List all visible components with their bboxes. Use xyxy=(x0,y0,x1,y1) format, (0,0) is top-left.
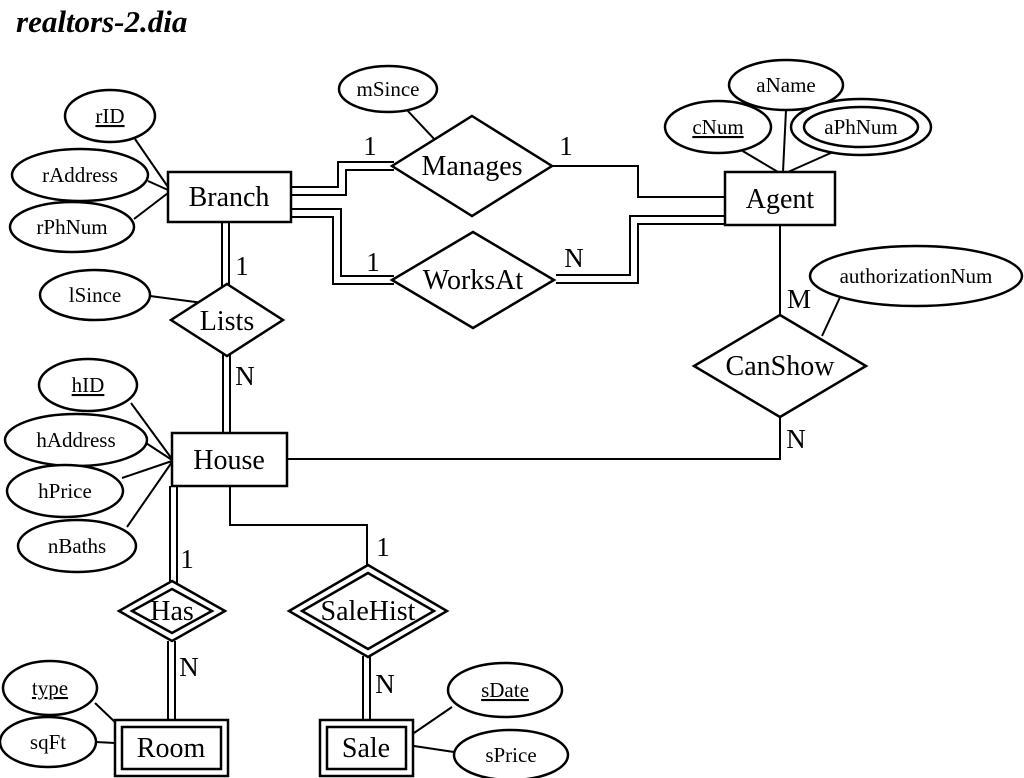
attribute-aname-ellipse xyxy=(727,58,845,112)
attribute-aname-label: aName xyxy=(756,73,815,97)
connector-branch-manages-line1 xyxy=(291,161,394,188)
entity-room-label: Room xyxy=(137,733,206,764)
connectors xyxy=(94,108,843,753)
cardinality-salehist-house: 1 xyxy=(376,532,390,562)
attribute-type-label: type xyxy=(32,676,68,700)
labels: Branch Agent House Room Sale Manages Wor… xyxy=(30,73,992,767)
relationship-manages-diamond xyxy=(389,114,555,218)
cardinality-worksat-agent: N xyxy=(564,243,584,273)
connector-nbaths-house xyxy=(126,461,173,528)
entities xyxy=(113,170,837,778)
relationship-canshow-label: CanShow xyxy=(726,351,836,382)
attribute-rphnum-label: rPhNum xyxy=(36,215,107,239)
relationship-has-label: Has xyxy=(150,596,194,627)
connector-worksat-agent-line1 xyxy=(556,215,725,276)
connector-rphnum-branch xyxy=(133,192,169,220)
relationship-canshow-diamond xyxy=(691,313,869,419)
connector-sqft-room xyxy=(95,741,116,744)
connector-rid-branch xyxy=(134,138,169,188)
attribute-cnum-label: cNum xyxy=(692,115,743,139)
connector-hprice-house xyxy=(121,460,173,479)
entity-agent-rect xyxy=(723,170,837,227)
connector-type-room xyxy=(94,702,118,725)
connector-sdate-sale xyxy=(413,706,453,734)
entity-branch-rect xyxy=(166,170,293,224)
connector-manages-agent xyxy=(552,165,725,198)
attributes xyxy=(0,58,1024,778)
attribute-sqft-ellipse xyxy=(0,715,98,769)
entity-branch-label: Branch xyxy=(189,182,270,213)
relationship-lists-diamond xyxy=(168,282,286,358)
attribute-cnum-ellipse xyxy=(663,99,773,155)
attribute-rid-ellipse xyxy=(63,88,157,144)
attribute-hid-label: hID xyxy=(72,373,105,397)
relationship-has-diamond-inner xyxy=(129,587,215,635)
connector-canshow-house xyxy=(287,417,781,460)
cardinality-manages-branch: 1 xyxy=(363,131,377,161)
relationship-worksat-label: WorksAt xyxy=(423,265,524,296)
relationship-manages-label: Manages xyxy=(421,151,522,182)
entity-sale-rect-inner xyxy=(325,725,408,771)
cardinality-canshow-agent: M xyxy=(787,284,811,314)
attribute-hprice-ellipse xyxy=(5,463,125,519)
attribute-haddress-label: hAddress xyxy=(36,428,115,452)
cardinality-lists-house: N xyxy=(235,361,255,391)
connector-branch-manages-line2 xyxy=(291,169,394,196)
attribute-sdate-ellipse xyxy=(446,661,564,719)
attribute-nbaths-ellipse xyxy=(16,518,138,574)
attribute-raddress-label: rAddress xyxy=(42,163,118,187)
entity-room-rect-inner xyxy=(120,725,223,771)
attribute-sprice-label: sPrice xyxy=(485,743,536,767)
cardinality-salehist-sale: N xyxy=(375,669,395,699)
connector-aname-agent xyxy=(782,109,787,173)
connector-haddress-house xyxy=(145,442,173,461)
cardinality-lists-branch: 1 xyxy=(235,251,249,281)
attribute-msince-label: mSince xyxy=(357,77,420,101)
entity-house-rect xyxy=(170,431,289,488)
connector-hid-house xyxy=(130,402,173,460)
attribute-authorizationnum-label: authorizationNum xyxy=(840,264,993,288)
cardinality-has-room: N xyxy=(179,652,199,682)
attribute-lsince-label: lSince xyxy=(69,283,122,307)
relationship-worksat-diamond xyxy=(389,230,557,330)
attribute-aphnum-ellipse-inner xyxy=(802,105,920,149)
attribute-rid-label: rID xyxy=(95,104,124,128)
relationship-salehist-diamond-inner xyxy=(299,571,437,651)
attribute-sdate-label: sDate xyxy=(481,678,529,702)
attribute-msince-ellipse xyxy=(337,64,439,114)
attribute-sprice-ellipse xyxy=(452,728,570,778)
connector-house-salehist xyxy=(229,486,368,566)
attribute-nbaths-label: nBaths xyxy=(48,534,106,558)
attribute-sqft-label: sqFt xyxy=(30,730,66,754)
attribute-authorizationnum-ellipse xyxy=(808,244,1024,308)
connector-aphnum-agent xyxy=(787,151,834,173)
relationships xyxy=(116,114,869,659)
entity-agent-label: Agent xyxy=(746,184,815,215)
cardinality-worksat-branch: 1 xyxy=(366,247,380,277)
attribute-type-ellipse xyxy=(1,659,99,717)
attribute-lsince-ellipse xyxy=(38,268,152,322)
cardinality-has-house: 1 xyxy=(180,544,194,574)
connector-sprice-sale xyxy=(413,745,455,753)
entity-house-label: House xyxy=(193,445,265,476)
connector-lsince-lists xyxy=(149,295,204,304)
entity-sale-label: Sale xyxy=(342,733,390,764)
attribute-hid-ellipse xyxy=(37,357,139,413)
connector-raddress-branch xyxy=(147,180,169,191)
cardinality-manages-agent: 1 xyxy=(559,131,573,161)
connector-cnum-agent xyxy=(740,149,779,173)
relationship-salehist-label: SaleHist xyxy=(321,596,416,627)
relationship-lists-label: Lists xyxy=(200,306,254,337)
connector-authorizationnum-canshow xyxy=(821,292,843,337)
connector-msince-manages xyxy=(405,108,438,143)
cardinality-canshow-house: N xyxy=(786,424,806,454)
attribute-rphnum-ellipse xyxy=(8,200,136,254)
diagram-title: realtors-2.dia xyxy=(16,4,188,39)
connector-worksat-agent-line2 xyxy=(556,223,725,284)
connector-branch-worksat-line2 xyxy=(291,216,394,285)
attribute-hprice-label: hPrice xyxy=(38,479,92,503)
attribute-aphnum-label: aPhNum xyxy=(824,115,898,139)
connector-branch-worksat-line1 xyxy=(291,208,394,277)
